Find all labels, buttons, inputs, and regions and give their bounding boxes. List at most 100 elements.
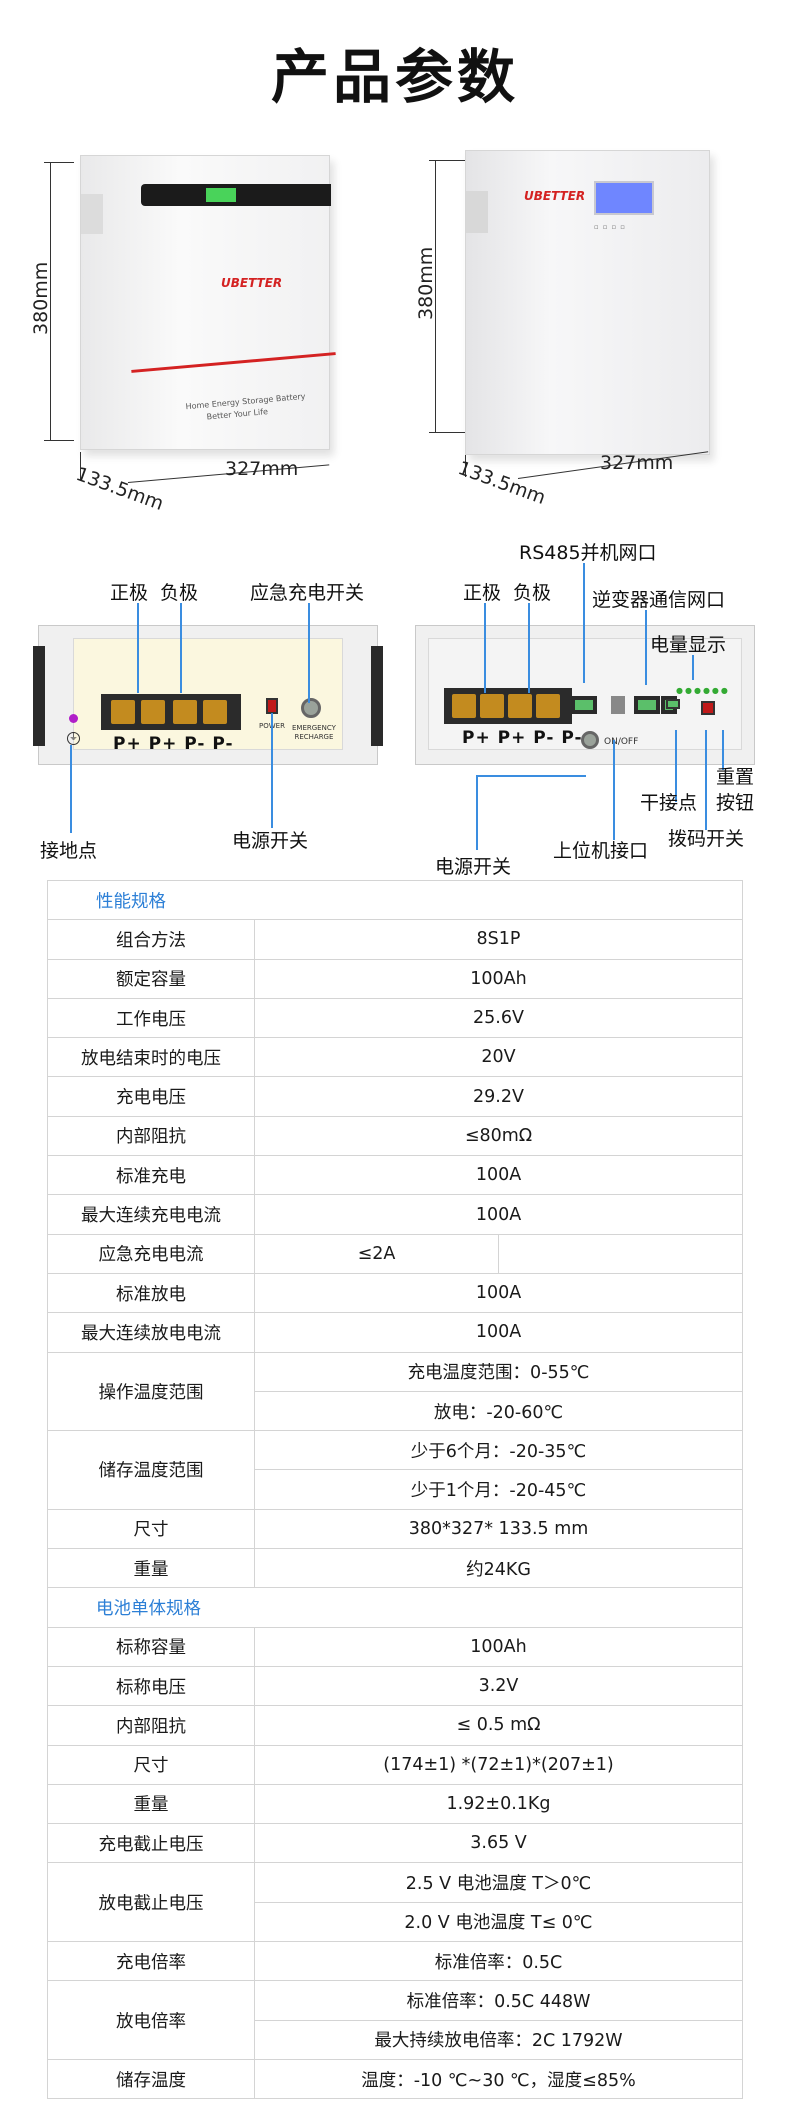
- callout-line: [137, 603, 139, 693]
- height-dim-tick: [44, 162, 74, 163]
- height-dim-tick: [44, 440, 74, 441]
- table-cell: [498, 1233, 743, 1274]
- table-cell: ≤80mΩ: [254, 1115, 743, 1157]
- table-cell: 放电：-20-60℃: [254, 1390, 743, 1432]
- callout-line: [692, 655, 694, 680]
- table-row: 储存温度温度：-10 ℃~30 ℃，湿度≤85%: [47, 2058, 743, 2100]
- label-power-switch-right: 电源开关: [435, 856, 512, 878]
- table-row: 放电倍率标准倍率：0.5C 448W: [47, 1980, 743, 2060]
- table-cell: 3.65 V: [254, 1823, 743, 1864]
- rs485-port[interactable]: [571, 696, 597, 714]
- host-port[interactable]: [611, 696, 625, 714]
- table-cell: 重量: [47, 1783, 255, 1825]
- soc-leds: ●●●●●●: [676, 686, 730, 695]
- table-cell: 100A: [254, 1272, 743, 1314]
- table-cell: 储存温度: [47, 2058, 255, 2100]
- table-cell: 20V: [254, 1037, 743, 1078]
- table-cell: 380*327* 133.5 mm: [254, 1508, 743, 1550]
- table-cell: ≤ 0.5 mΩ: [254, 1705, 743, 1746]
- table-cell: 标准倍率：0.5C: [254, 1941, 743, 1982]
- panel-ear: [371, 646, 383, 746]
- callout-line: [675, 730, 677, 802]
- depth-dim-left: 133.5mm: [72, 463, 167, 515]
- battery-top-bar: [141, 184, 331, 206]
- callout-line: [583, 563, 585, 683]
- terminal-block: [444, 688, 572, 724]
- table-row: 内部阻抗≤ 0.5 mΩ: [47, 1705, 743, 1746]
- table-cell: 内部阻抗: [47, 1705, 255, 1746]
- table-cell: 1.92±0.1Kg: [254, 1783, 743, 1825]
- inverter-port[interactable]: [634, 696, 660, 714]
- depth-dim-right: 133.5mm: [454, 457, 549, 509]
- height-dim-left: 380mm: [30, 261, 52, 335]
- terminal-block: [101, 694, 241, 730]
- battery-front-image: UBETTER Home Energy Storage Battery Bett…: [80, 155, 336, 450]
- table-cell: 放电倍率: [47, 1980, 255, 2060]
- table-cell: 2.5 V 电池温度 T＞0℃: [254, 1862, 743, 1903]
- battery-lcd: [594, 181, 654, 215]
- label-dry-contact: 干接点: [640, 792, 698, 814]
- table-cell: 温度：-10 ℃~30 ℃，湿度≤85%: [254, 2058, 743, 2100]
- label-power-switch-left: 电源开关: [232, 830, 309, 852]
- table-cell: 放电结束时的电压: [47, 1037, 255, 1078]
- table-cell: 29.2V: [254, 1076, 743, 1117]
- label-soc-display: 电量显示: [650, 634, 727, 656]
- table-cell: 充电温度范围：0-55℃: [254, 1351, 743, 1392]
- table-cell: 少于1个月：-20-45℃: [254, 1469, 743, 1510]
- table-cell: 25.6V: [254, 997, 743, 1039]
- battery-buttons: ▫▫▫▫: [594, 223, 629, 231]
- battery-back-image: UBETTER ▫▫▫▫: [465, 150, 710, 455]
- dry-contact[interactable]: [666, 699, 680, 709]
- emergency-recharge-button[interactable]: [301, 698, 321, 718]
- brand-logo: UBETTER: [524, 189, 586, 203]
- table-cell: 放电截止电压: [47, 1862, 255, 1943]
- power-switch[interactable]: [266, 698, 278, 714]
- table-cell: 100Ah: [254, 958, 743, 999]
- callout-line: [705, 730, 707, 830]
- table-cell: (174±1) *(72±1)*(207±1): [254, 1744, 743, 1785]
- table-cell: 最大连续充电电流: [47, 1194, 255, 1235]
- depth-dim-tick: [80, 452, 81, 480]
- callout-line: [271, 713, 273, 828]
- height-dim-right: 380mm: [415, 246, 437, 320]
- battery-handle: [466, 191, 488, 233]
- terminal-label: P+ P+ P- P-: [462, 728, 583, 748]
- table-cell: 约24KG: [254, 1548, 743, 1589]
- ground-icon: ⏚: [67, 732, 80, 745]
- table-row: 储存温度范围少于6个月：-20-35℃: [47, 1430, 743, 1510]
- table-cell: 少于6个月：-20-35℃: [254, 1430, 743, 1471]
- table-cell: 储存温度范围: [47, 1430, 255, 1510]
- dip-switch[interactable]: [701, 701, 715, 715]
- height-dim-line-left: [50, 162, 51, 440]
- table-cell: 标称电压: [47, 1665, 255, 1707]
- label-inverter-comm: 逆变器通信网口: [592, 589, 726, 611]
- power-switch[interactable]: [581, 731, 599, 749]
- table-cell: 标称容量: [47, 1626, 255, 1667]
- table-cell: 2.0 V 电池温度 T≤ 0℃: [254, 1901, 743, 1943]
- label-reset-1: 重置: [716, 766, 755, 788]
- section-title-performance: 性能规格: [47, 879, 743, 921]
- table-cell: 充电电压: [47, 1076, 255, 1117]
- table-cell: 尺寸: [47, 1508, 255, 1550]
- callout-line: [476, 775, 478, 850]
- terminal-label: P+ P+ P- P-: [113, 734, 234, 754]
- table-cell: 尺寸: [47, 1744, 255, 1785]
- label-reset-2: 按钮: [716, 792, 755, 814]
- label-host-port: 上位机接口: [553, 840, 649, 862]
- label-ground: 接地点: [40, 840, 98, 862]
- table-cell: 工作电压: [47, 997, 255, 1039]
- label-rs485: RS485并机网口: [519, 542, 657, 564]
- table-cell: 额定容量: [47, 958, 255, 999]
- table-row: 尺寸(174±1) *(72±1)*(207±1): [47, 1744, 743, 1785]
- label-positive-right: 正极: [463, 582, 502, 604]
- indicator-dot: [69, 714, 78, 723]
